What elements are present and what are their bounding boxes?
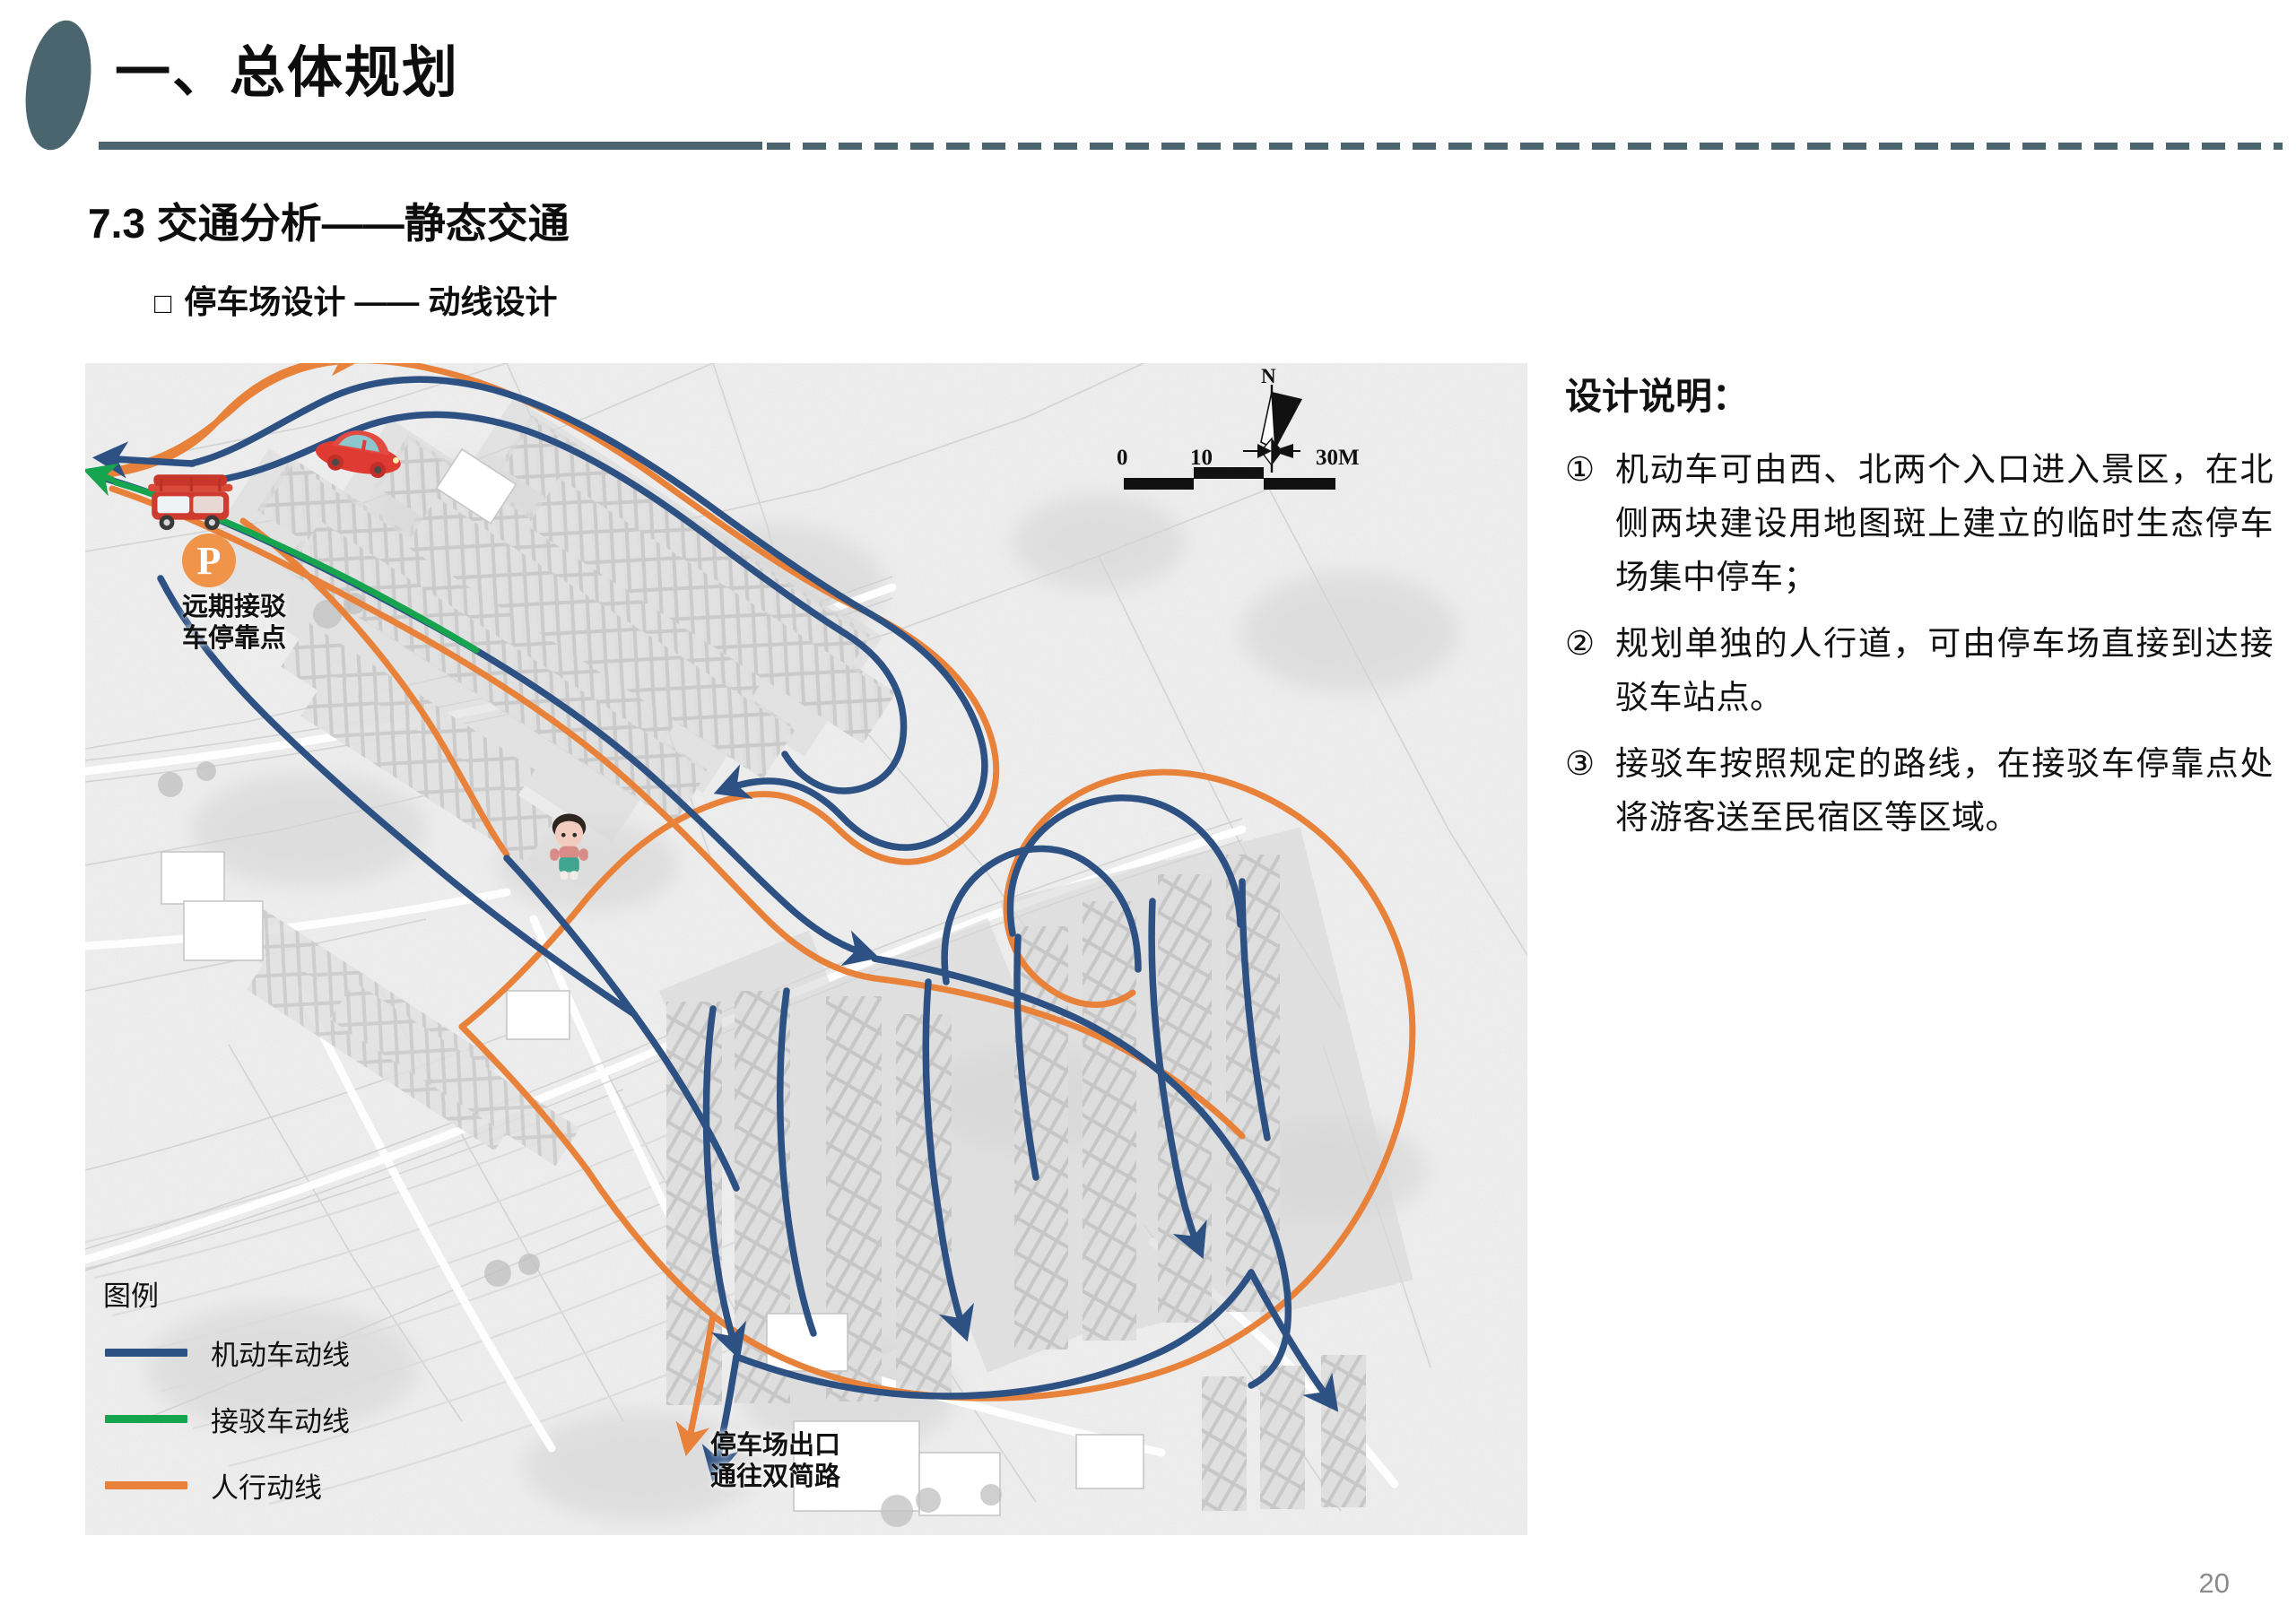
design-note-3-text: 接驳车按照规定的路线，在接驳车停靠点处将游客送至民宿区等区域。 — [1615, 744, 2274, 836]
page-number: 20 — [2198, 1567, 2230, 1599]
scale-tick-30: 30M — [1316, 446, 1360, 470]
design-note-1-number: ① — [1565, 451, 1596, 488]
header-rule-dashed — [767, 143, 2283, 150]
legend-label-pedestrian: 人行动线 — [211, 1471, 322, 1504]
legend-swatch-shuttle — [105, 1414, 187, 1423]
scale-segment-3 — [1264, 478, 1335, 490]
legend-swatch-vehicle — [105, 1348, 187, 1357]
map-legend: 图例 机动车动线 接驳车动线 人行动线 — [101, 1273, 397, 1513]
section-subtitle: □ 停车场设计 —— 动线设计 — [154, 276, 557, 323]
legend-label-shuttle: 接驳车动线 — [211, 1405, 350, 1437]
design-note-2-number: ② — [1565, 624, 1596, 662]
north-label: N — [1261, 365, 1276, 387]
design-note-1-text: 机动车可由西、北两个入口进入景区，在北侧两块建设用地图斑上建立的临时生态停车场集… — [1615, 451, 2274, 595]
legend-label-vehicle: 机动车动线 — [211, 1339, 350, 1371]
legend-item-shuttle: 接驳车动线 — [101, 1391, 397, 1446]
scale-bar-block: 0 10 30M — [1117, 446, 1377, 490]
design-note-3-number: ③ — [1565, 744, 1596, 782]
design-note-2: ② 规划单独的人行道，可由停车场直接到达接驳车站点。 — [1565, 617, 2274, 725]
north-arrow-block: N — [1188, 365, 1368, 486]
legend-item-vehicle: 机动车动线 — [101, 1324, 397, 1380]
map-graphic — [85, 363, 1527, 1535]
section-title: 7.3 交通分析——静态交通 — [88, 200, 570, 247]
header-rule-solid — [99, 142, 762, 150]
north-arrow-icon — [1243, 385, 1302, 473]
map-label-parking-exit: 停车场出口 通往双简路 — [710, 1431, 841, 1492]
parking-badge-icon: P — [182, 534, 236, 587]
map-label-shuttle-stop: 远期接驳 车停靠点 — [182, 593, 287, 654]
header-decor-oval — [17, 15, 100, 155]
design-note-1: ① 机动车可由西、北两个入口进入景区，在北侧两块建设用地图斑上建立的临时生态停车… — [1565, 443, 2274, 604]
section-subtitle-text: 停车场设计 —— 动线设计 — [184, 283, 558, 320]
scale-segment-2 — [1194, 467, 1264, 479]
scale-tick-10: 10 — [1190, 446, 1213, 470]
scale-tick-0: 0 — [1117, 446, 1128, 470]
legend-title: 图例 — [103, 1280, 159, 1312]
page-title: 一、总体规划 — [115, 42, 460, 104]
pedestrian-icon — [550, 813, 588, 881]
design-note-2-text: 规划单独的人行道，可由停车场直接到达接驳车站点。 — [1615, 624, 2274, 716]
design-notes-title: 设计说明： — [1565, 376, 1749, 417]
car-icon — [316, 430, 401, 479]
site-plan-map[interactable]: P 远期接驳 车停靠点 停车场出口 通往双简路 N 0 10 30M 图例 机动… — [85, 363, 1527, 1535]
bullet-square-icon: □ — [154, 287, 172, 319]
scale-segment-1 — [1124, 478, 1194, 490]
design-note-3: ③ 接驳车按照规定的路线，在接驳车停靠点处将游客送至民宿区等区域。 — [1565, 737, 2274, 845]
legend-swatch-pedestrian — [105, 1480, 187, 1489]
design-notes-panel: 设计说明： ① 机动车可由西、北两个入口进入景区，在北侧两块建设用地图斑上建立的… — [1565, 366, 2274, 857]
shuttle-bus-icon — [148, 474, 233, 531]
legend-item-pedestrian: 人行动线 — [101, 1457, 397, 1513]
